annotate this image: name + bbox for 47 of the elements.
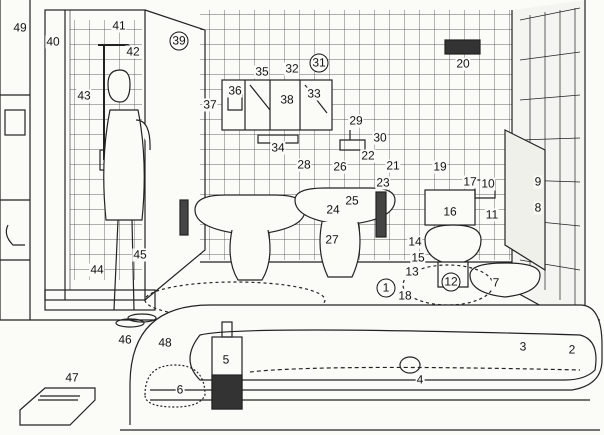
callout-number: 2 — [568, 344, 576, 356]
callout-number: 10 — [480, 178, 496, 190]
callout-number: 42 — [125, 46, 141, 58]
callout-number: 23 — [375, 176, 391, 190]
callout-number: 14 — [407, 236, 423, 248]
callout-number: 43 — [76, 90, 92, 102]
callout-number: 39 — [170, 32, 188, 50]
callout-number: 21 — [385, 160, 401, 172]
callout-number: 47 — [64, 372, 80, 384]
callout-number: 3 — [518, 340, 528, 354]
callout-number: 9 — [534, 176, 542, 188]
callout-number: 1 — [376, 278, 396, 298]
callout-number: 16 — [442, 206, 458, 218]
callout-number: 34 — [270, 142, 286, 154]
callout-number: 40 — [45, 36, 61, 48]
callout-number: 26 — [332, 160, 348, 174]
callout-number: 29 — [348, 114, 364, 128]
callout-number: 25 — [344, 194, 360, 208]
callout-number: 15 — [410, 252, 426, 264]
callout-number: 30 — [372, 132, 388, 144]
callout-number: 7 — [492, 276, 500, 290]
callout-number: 24 — [325, 204, 341, 216]
callout-number: 33 — [306, 88, 322, 100]
callout-number: 49 — [12, 22, 28, 34]
callout-number: 45 — [132, 248, 148, 262]
callout-number: 35 — [254, 66, 270, 78]
callout-number: 8 — [534, 202, 542, 214]
callout-number: 46 — [117, 334, 133, 346]
callout-number: 44 — [89, 264, 105, 276]
callout-number: 5 — [222, 354, 230, 366]
callout-number: 22 — [360, 150, 376, 162]
callout-number: 11 — [484, 208, 500, 222]
callout-number: 13 — [404, 266, 420, 278]
callout-number: 48 — [157, 336, 173, 350]
callout-number: 38 — [279, 94, 295, 106]
callout-number: 4 — [416, 374, 424, 386]
callout-number: 6 — [176, 384, 184, 396]
callout-number: 36 — [227, 84, 243, 98]
callout-number: 27 — [324, 234, 340, 246]
callout-number: 32 — [284, 62, 300, 76]
callout-number: 37 — [202, 98, 218, 112]
callout-number: 18 — [397, 290, 413, 302]
callout-number: 41 — [111, 20, 127, 32]
callout-number: 20 — [455, 58, 471, 70]
callout-number: 28 — [296, 158, 312, 172]
callout-number: 19 — [432, 160, 448, 174]
callout-number: 17 — [462, 176, 478, 188]
